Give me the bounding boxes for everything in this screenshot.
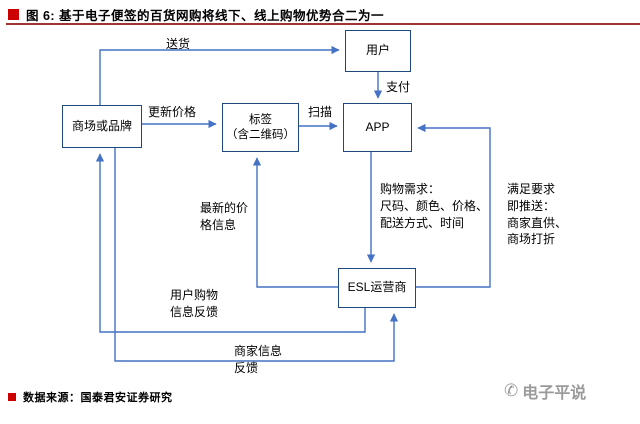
red-bullet-icon xyxy=(8,393,16,401)
figure-title-row: 图 6: 基于电子便签的百货网购将线下、线上购物优势合二为一 xyxy=(8,5,384,24)
node-esl-operator: ESL运营商 xyxy=(338,268,416,308)
title-divider xyxy=(6,23,640,25)
edge-label-pay: 支付 xyxy=(386,80,411,94)
data-source-text: 数据来源：国泰君安证券研究 xyxy=(23,392,173,404)
phone-icon: ✆ xyxy=(504,381,519,400)
edge-label-user-feedback: 用户购物 信息反馈 xyxy=(170,288,219,319)
node-user: 用户 xyxy=(345,30,411,72)
arrow-user-feedback xyxy=(95,153,366,333)
red-bullet-icon xyxy=(8,9,19,20)
edge-label-update-price: 更新价格 xyxy=(148,105,197,119)
arrow-latest-price xyxy=(252,157,338,288)
node-mall-or-brand: 商场或品牌 xyxy=(62,105,142,148)
node-label-qrcode: 标签 （含二维码） xyxy=(222,103,299,152)
figure-title: 图 6: 基于电子便签的百货网购将线下、线上购物优势合二为一 xyxy=(26,9,385,23)
node-app: APP xyxy=(343,103,412,152)
arrow-delivery xyxy=(99,45,340,105)
arrow-merchant-feedback xyxy=(114,148,399,362)
watermark-text: 电子平说 xyxy=(522,385,587,402)
edge-label-delivery: 送货 xyxy=(166,37,191,51)
edge-label-shopping-demand: 购物需求： 尺码、颜色、价格、 配送方式、时间 xyxy=(380,182,489,230)
watermark: ✆ 电子平说 xyxy=(504,379,586,403)
edge-label-push: 满足要求 即推送： 商家直供、 商场打折 xyxy=(507,182,568,247)
data-source-row: 数据来源：国泰君安证券研究 xyxy=(8,389,173,405)
edge-label-scan: 扫描 xyxy=(308,105,333,119)
edge-label-latest-price: 最新的价 格信息 xyxy=(200,201,249,232)
edge-label-merchant-feedback: 商家信息 反馈 xyxy=(234,344,283,375)
